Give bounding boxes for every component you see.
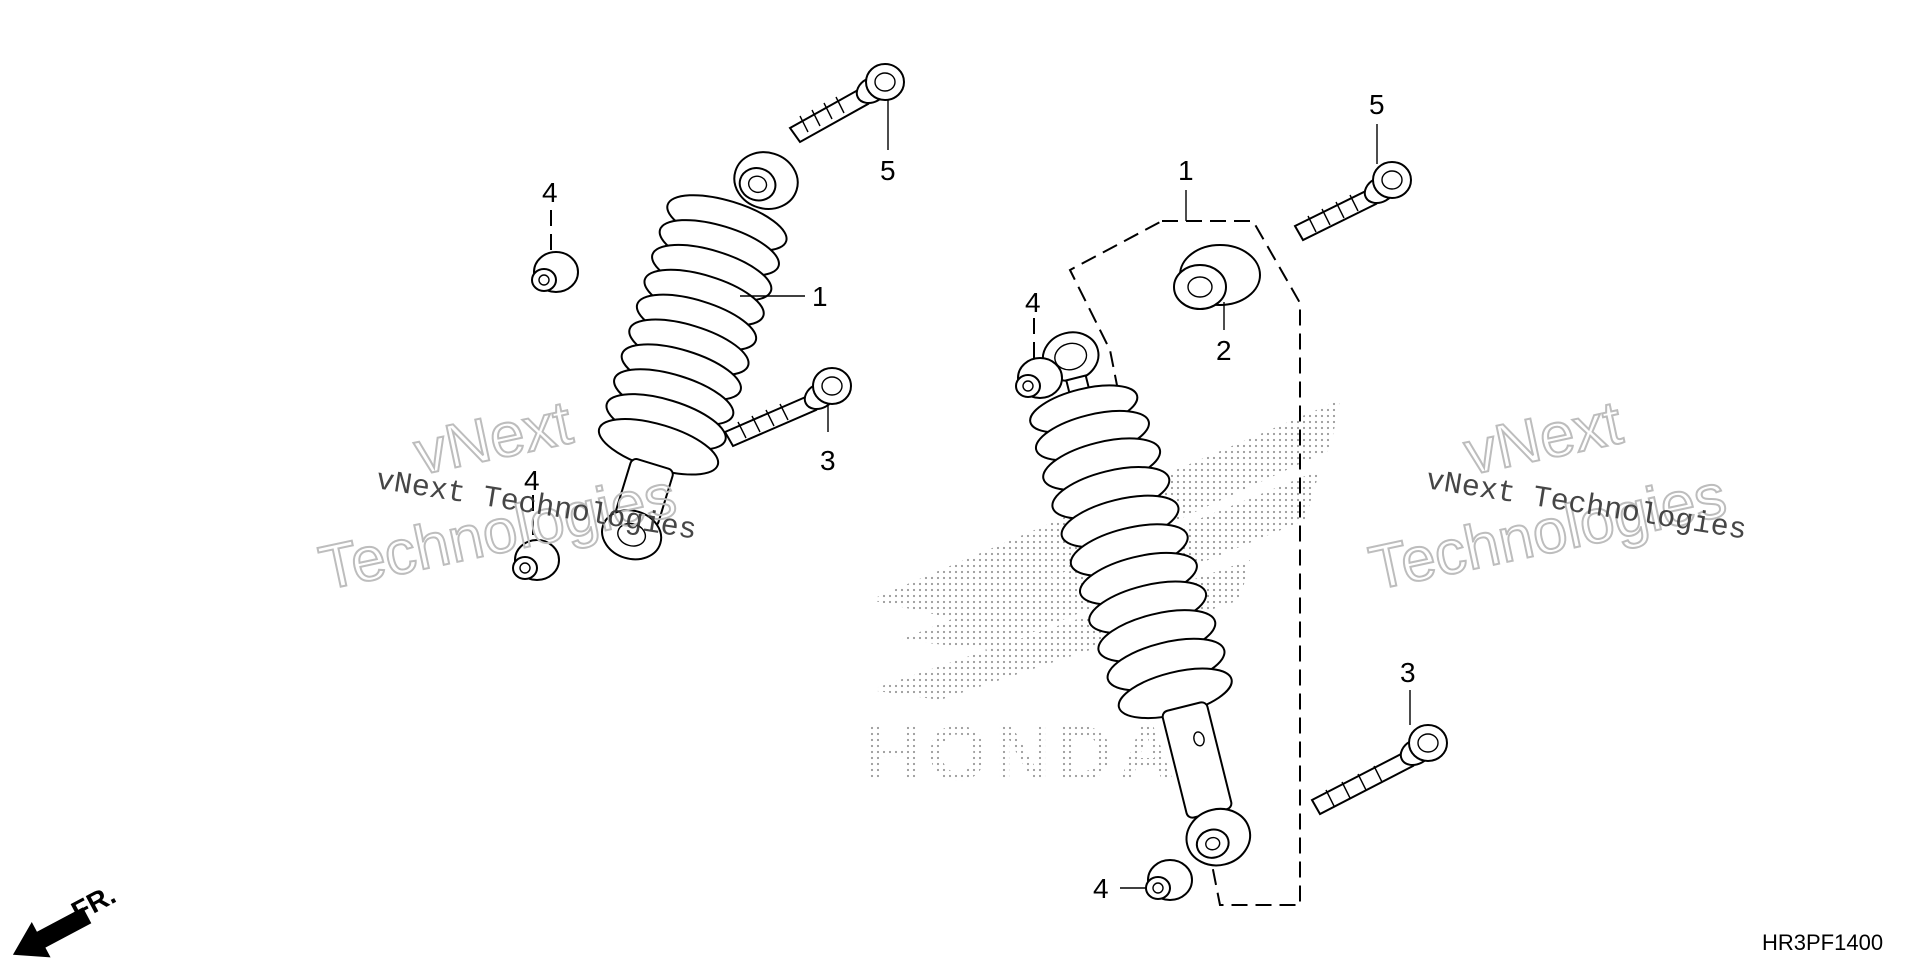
right-lower-nut (1145, 859, 1193, 901)
callout-left-upper-nut: 4 (542, 177, 558, 208)
callout-left-shock: 1 (812, 281, 828, 312)
callout-right-lower-nut: 4 (1093, 873, 1109, 904)
left-shock-spring (597, 194, 788, 476)
right-shock-spring (1029, 384, 1233, 720)
front-direction-indicator: FR. (12, 879, 121, 958)
honda-logo-text: HONDA (865, 709, 1181, 797)
callout-right-upper-nut: 4 (1025, 287, 1041, 318)
diagram-code: HR3PF1400 (1762, 930, 1883, 955)
left-upper-nut (531, 251, 579, 293)
callout-right-top-bolt: 5 (1369, 89, 1385, 120)
right-shock-assembly-boundary (1068, 220, 1301, 906)
front-arrow-icon (12, 907, 92, 958)
callout-left-lower-nut: 4 (524, 465, 540, 496)
watermark-right: vNext Technologies vNext Technologies (1363, 387, 1749, 604)
left-lower-bolt (723, 367, 852, 448)
callout-left-top-bolt: 5 (880, 155, 896, 186)
left-top-bolt (788, 63, 905, 144)
callout-left-bolt: 3 (820, 445, 836, 476)
callout-right-bolt: 3 (1400, 657, 1416, 688)
callout-right-shock: 1 (1178, 155, 1194, 186)
left-lower-nut (512, 539, 560, 581)
right-bushing (1173, 244, 1261, 310)
callout-right-bushing: 2 (1216, 335, 1232, 366)
left-shock-absorber (597, 151, 799, 561)
right-top-bolt (1293, 161, 1412, 242)
right-lower-bolt (1310, 724, 1448, 816)
right-upper-nut (1015, 357, 1063, 399)
right-shock-absorber (1029, 331, 1252, 867)
